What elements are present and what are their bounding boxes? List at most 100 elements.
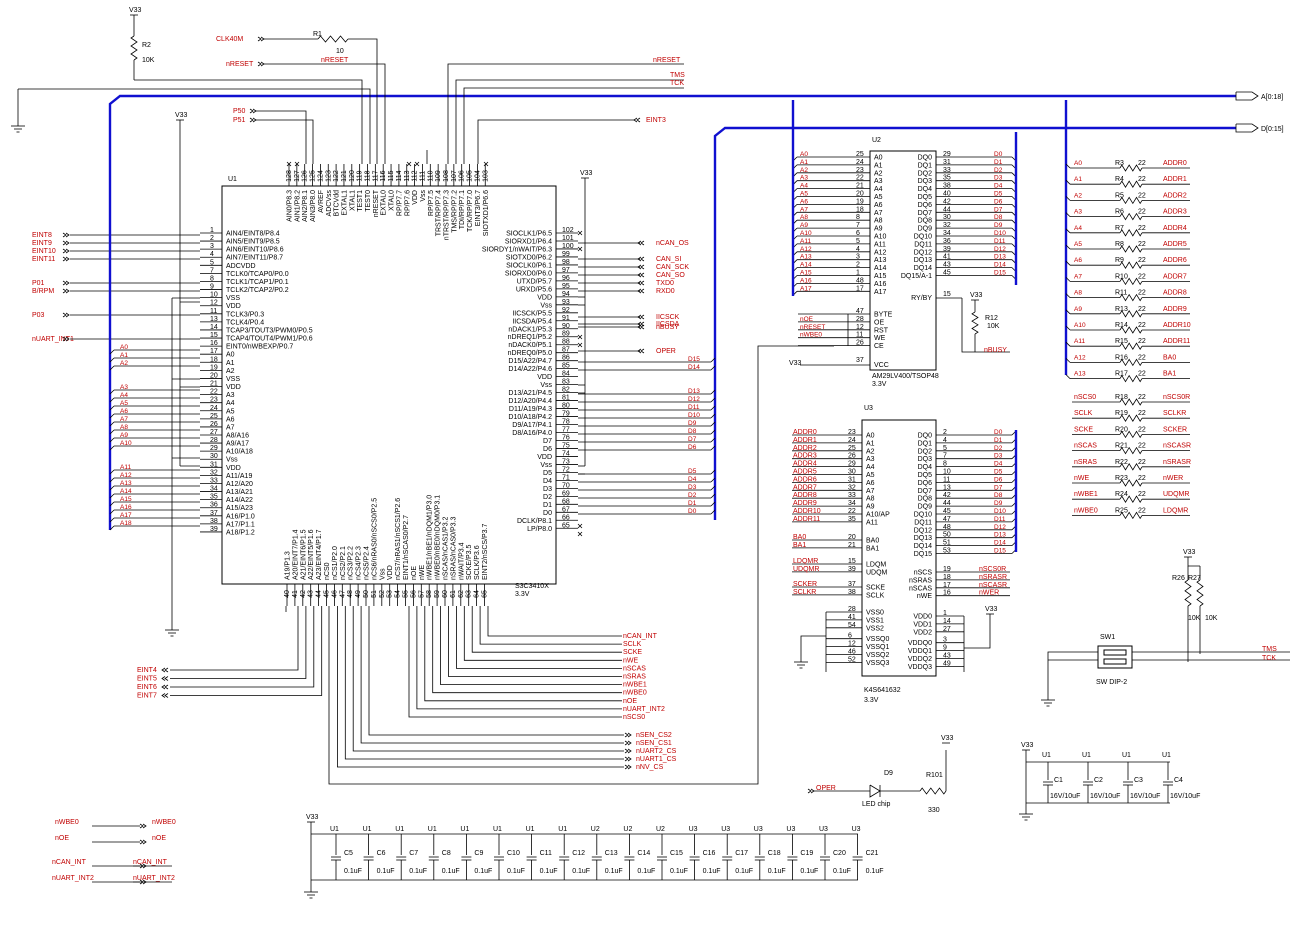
u3-net: ADDR2 bbox=[793, 445, 817, 452]
u1-pin-number: 39 bbox=[210, 526, 218, 533]
offpage-net-label: nOE bbox=[55, 835, 69, 842]
u3-net: BA1 bbox=[793, 542, 806, 549]
u3-pin-number: 7 bbox=[943, 453, 947, 460]
series-resistor bbox=[1119, 326, 1143, 334]
u2-pin-name: A0 bbox=[874, 155, 883, 162]
u2-address-net: A8 bbox=[800, 214, 808, 221]
u1-pin-name: IICSDA/P5.4 bbox=[512, 318, 552, 325]
series-resistor bbox=[1119, 180, 1143, 188]
resistor-out-net: ADDR2 bbox=[1163, 192, 1187, 199]
u1-pin-name: TCLK3/P0.3 bbox=[226, 311, 264, 318]
bus-entry bbox=[710, 389, 716, 395]
u1-pin-name: UTXD/P5.7 bbox=[517, 278, 553, 285]
address-net-label: A16 bbox=[120, 504, 132, 511]
u3-pin-number: 26 bbox=[848, 453, 856, 460]
resistor-refdes: R3 bbox=[1115, 160, 1124, 167]
cap-value: 0.1uF bbox=[409, 868, 427, 875]
u1-pin-name: nSCAS/nCAS1/P3.2 bbox=[443, 516, 450, 580]
u3-pin-name: nSCS bbox=[914, 570, 933, 577]
u1-pin-name: SIOCLK1/P6.5 bbox=[506, 231, 552, 238]
u2-address-net: A13 bbox=[800, 254, 812, 261]
u1-pin-name: nCS6/nRAS0/nSCS0/P2.5 bbox=[371, 498, 378, 580]
no-connect-mark bbox=[577, 334, 583, 340]
resistor-out-net: ADDR9 bbox=[1163, 306, 1187, 313]
no-connect-mark bbox=[483, 161, 489, 167]
u2-pin-name: RY/BY bbox=[911, 295, 932, 302]
resistor-value: 22 bbox=[1138, 338, 1146, 345]
net-arrow bbox=[640, 348, 645, 354]
u1-pin-name: SIOCLK0/P6.1 bbox=[506, 262, 552, 269]
u2-pin-number: 40 bbox=[943, 191, 951, 198]
net-arrow bbox=[65, 248, 70, 254]
series-resistor bbox=[1119, 212, 1143, 221]
u2-pin-name: DQ3 bbox=[918, 178, 933, 185]
u1-pin-name: SCLK/P3.6 bbox=[474, 545, 481, 580]
u3-pin-number: 51 bbox=[943, 540, 951, 547]
u3-pin-name: DQ7 bbox=[918, 488, 933, 495]
u1-pin-number: 60 bbox=[442, 590, 449, 598]
u2-pin-number: 37 bbox=[856, 357, 864, 364]
bus-entry bbox=[109, 405, 115, 411]
u1-part-number: S3C3410X bbox=[515, 583, 549, 590]
wire bbox=[447, 63, 684, 164]
net-arrow bbox=[624, 748, 629, 754]
no-connect-mark bbox=[577, 523, 583, 529]
cap-refdes: C20 bbox=[833, 850, 846, 857]
u1-pin-number: 120 bbox=[349, 170, 356, 182]
u1-pin-name: A13/A21 bbox=[226, 489, 253, 496]
resistor-out-net: ADDR1 bbox=[1163, 176, 1187, 183]
series-resistor bbox=[1119, 229, 1143, 237]
u1-pin-number: 31 bbox=[210, 461, 218, 468]
resistor-value: 22 bbox=[1138, 491, 1146, 498]
eint-wire bbox=[170, 606, 299, 671]
u1-pin-name: Vss bbox=[540, 462, 552, 469]
u1-pin-number: 21 bbox=[210, 381, 218, 388]
eint3-net-label: EINT3 bbox=[646, 117, 666, 124]
u3-pin-number: 43 bbox=[943, 653, 951, 660]
u1-pin-name: Vss bbox=[540, 382, 552, 389]
u3-pin-number: 3 bbox=[943, 637, 947, 644]
u1-pin-number: 19 bbox=[210, 364, 218, 371]
u3-pin-name: VDDQ0 bbox=[908, 640, 932, 647]
bus-entry bbox=[1065, 196, 1071, 201]
u1-pin-number: 17 bbox=[210, 348, 218, 355]
resistor-refdes: R21 bbox=[1115, 443, 1128, 450]
bus-entry bbox=[710, 477, 716, 483]
u1-pin-number: 61 bbox=[450, 590, 457, 598]
u3-net: ADDR3 bbox=[793, 453, 817, 460]
u1-pin-name: D0 bbox=[543, 510, 552, 517]
u3-pin-number: 18 bbox=[943, 574, 951, 581]
u1-pin-number: 95 bbox=[562, 283, 570, 290]
u1-bottom-net-label: nSCAS bbox=[623, 665, 646, 672]
u1-pin-name: VSS bbox=[226, 376, 240, 383]
cap-value: 0.1uF bbox=[442, 868, 460, 875]
u3-pin-name: BA0 bbox=[866, 538, 879, 545]
bus-entry bbox=[1065, 212, 1071, 217]
u1-pin-number: 25 bbox=[210, 413, 218, 420]
u3-net: BA0 bbox=[793, 534, 806, 541]
net-arrow bbox=[62, 240, 67, 246]
resistor-value: 22 bbox=[1138, 475, 1146, 482]
offpage-net-label: nWBE0 bbox=[55, 819, 79, 826]
u2-pin-number: 8 bbox=[856, 214, 860, 221]
u1-pin-number: 27 bbox=[210, 429, 218, 436]
u3-data-net: D13 bbox=[994, 532, 1006, 539]
cap-value: 0.1uF bbox=[735, 868, 753, 875]
resistor-r26 bbox=[1184, 579, 1192, 607]
no-connect-mark bbox=[577, 531, 583, 537]
u2-address-net: A3 bbox=[800, 175, 808, 182]
u1-pin-number: 33 bbox=[210, 477, 218, 484]
cap-refdes: C15 bbox=[670, 850, 683, 857]
u1-pin-number: 83 bbox=[562, 379, 570, 386]
u1-pin-number: 80 bbox=[562, 403, 570, 410]
series-resistor bbox=[1119, 430, 1143, 439]
resistor-value: 22 bbox=[1138, 354, 1146, 361]
bus-entry bbox=[109, 365, 115, 371]
resistor-out-net: ADDR10 bbox=[1163, 322, 1191, 329]
u3-pin-name: DQ1 bbox=[918, 440, 933, 447]
bus-entry bbox=[109, 413, 115, 419]
u3-pin-name: A0 bbox=[866, 433, 875, 440]
u1-pin-name: D10/A18/P4.2 bbox=[508, 414, 552, 421]
u2-pin-name: A9 bbox=[874, 226, 883, 233]
u2-address-net: A0 bbox=[800, 151, 808, 158]
